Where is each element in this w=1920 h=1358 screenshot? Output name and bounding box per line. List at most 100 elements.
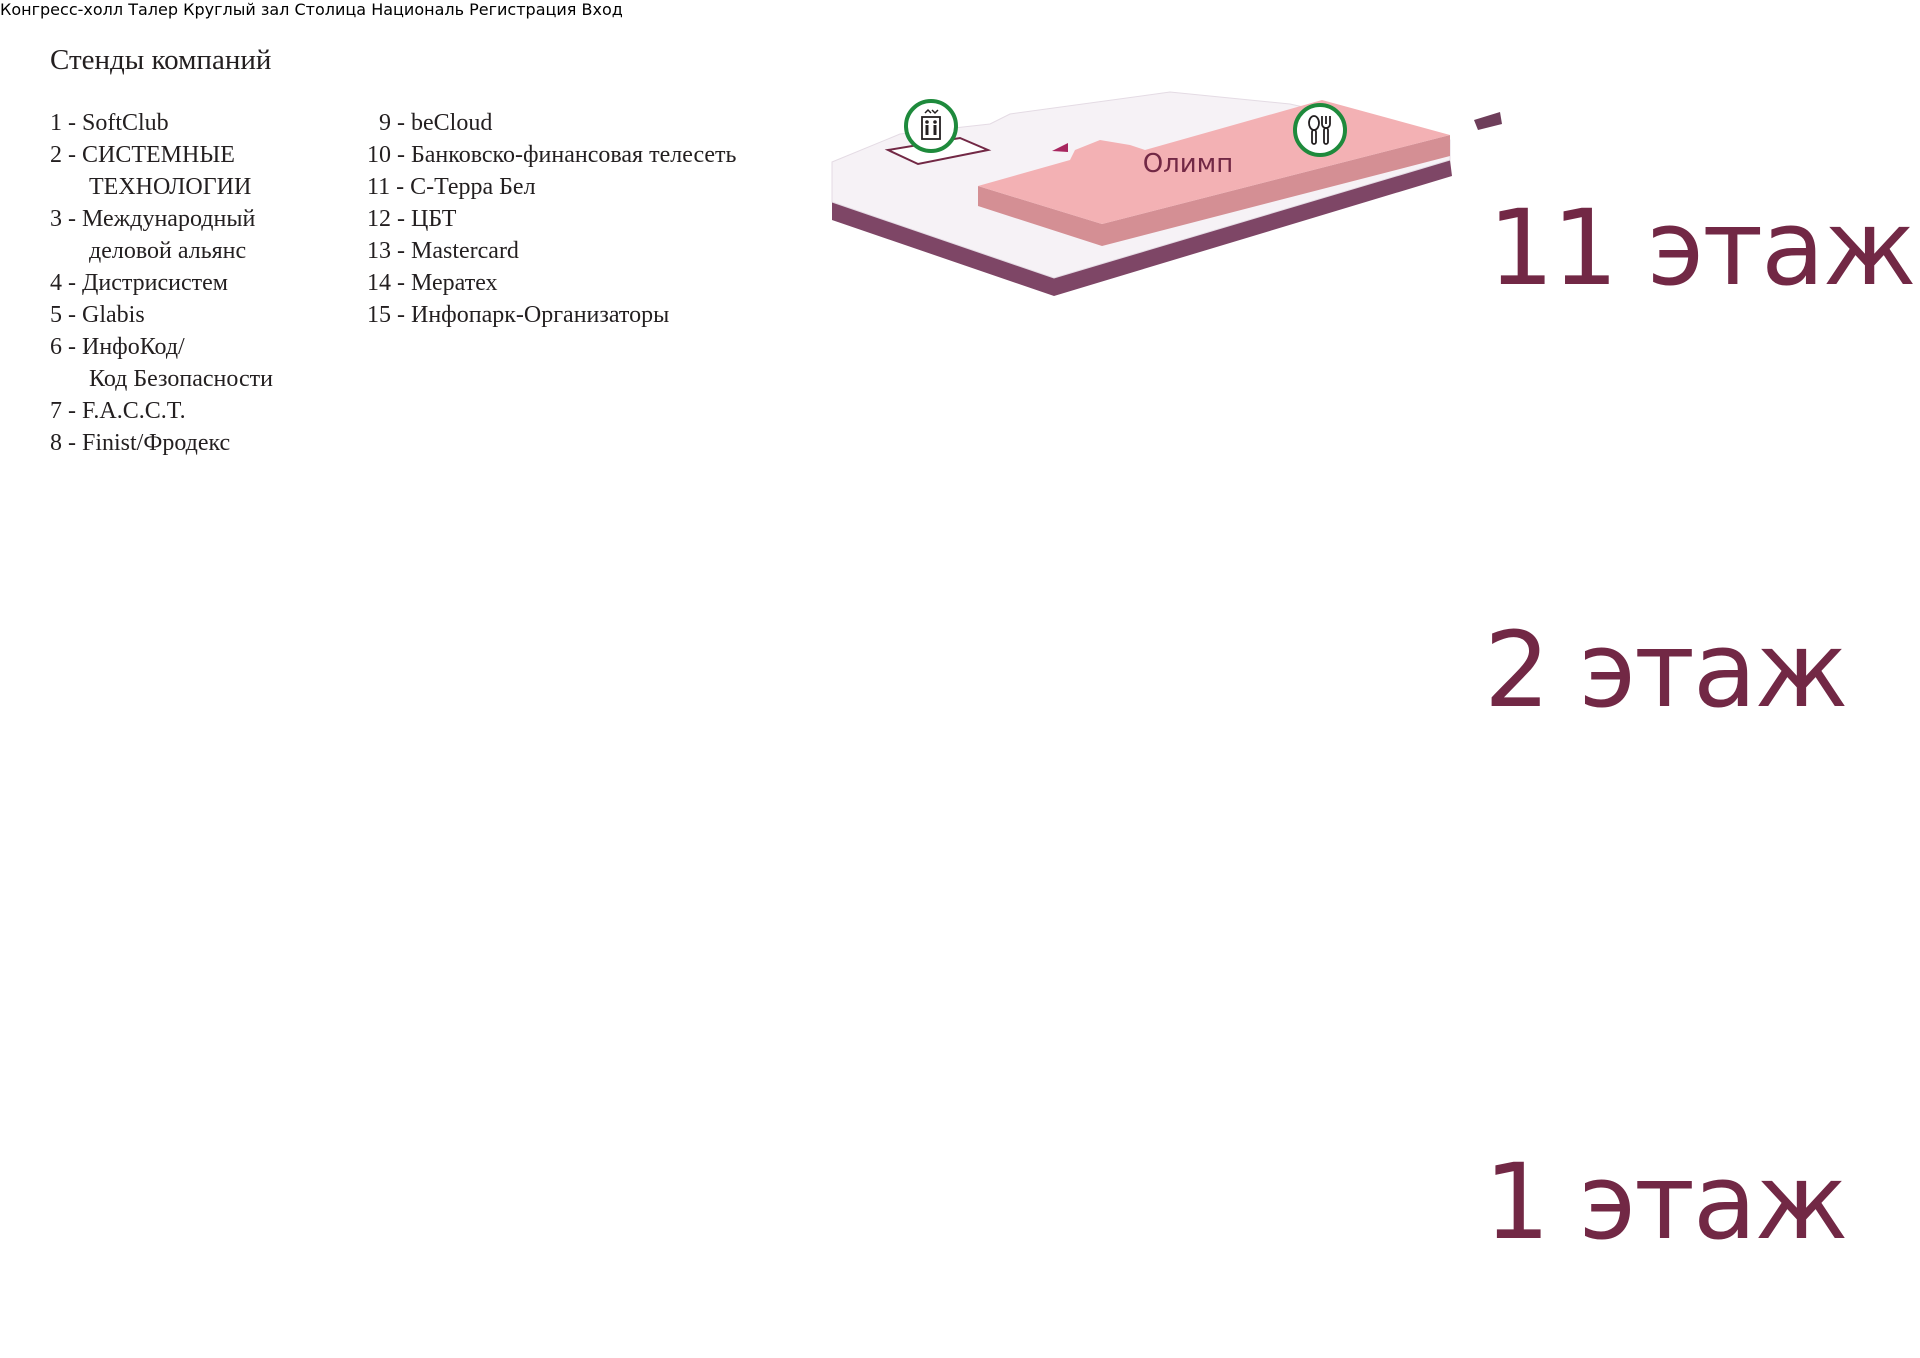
service-block-side: Конгресс-холл Талер Круглый зал 12345678… [0, 0, 294, 19]
natsional-label[interactable]: Националь [371, 0, 465, 19]
restricted-area-stripes: Конгресс-холл Талер Круглый зал 12345678… [0, 0, 294, 19]
gray-area: Конгресс-холл Талер Круглый зал 12345678… [0, 0, 294, 19]
elevator-icon[interactable] [904, 99, 958, 153]
floor-1-edge: Столица Националь Регистрация [294, 0, 622, 19]
stairs-outline: Регистрация [469, 0, 623, 19]
natsional-hall-top: Националь Регистрация [371, 0, 623, 19]
cafe-block-side: Конгресс-холл Талер Круглый зал 12345678… [0, 0, 294, 19]
gray-area: Конгресс-холл Талер Круглый зал 12345678… [0, 0, 294, 19]
legend-item-text: 6 - ИнфоКод/ [50, 334, 185, 360]
floor-2-edge-right: Конгресс-холл Талер Круглый зал 12345678… [0, 0, 294, 19]
taler-room: Талер Круглый зал 123456789101112131415 [128, 0, 294, 19]
service-block: Столица Националь Регистрация [294, 0, 622, 19]
legend-item-text-continued: ТЕХНОЛОГИИ [89, 174, 252, 200]
legend-item: 15 - Инфопарк-Организаторы [367, 299, 736, 331]
legend-item: 1 - SoftClub [50, 107, 367, 139]
entrance-ramp: Вход [582, 0, 623, 19]
legend-item: 12 - ЦБТ [367, 203, 736, 235]
legend-item-text: 1 - SoftClub [50, 110, 169, 136]
round-hall-platform: Конгресс-холл Талер Круглый зал 12345678… [0, 0, 294, 19]
legend-item: 4 - Дистрисистем [50, 267, 367, 299]
registration-desk: Регистрация [469, 0, 623, 19]
stolitsa-label[interactable]: Столица [294, 0, 367, 19]
floor-2-label: 2 этаж [1484, 609, 1848, 731]
legend-item-text: 2 - СИСТЕМНЫЕ [50, 142, 235, 168]
congress-hall-label[interactable]: Конгресс-холл [0, 0, 124, 19]
legend-item: 5 - Glabis [50, 299, 367, 331]
direction-arrow: Вход [582, 0, 623, 19]
legend-item: 13 - Mastercard [367, 235, 736, 267]
floor-2-edge: Конгресс-холл Талер Круглый зал 12345678… [0, 0, 294, 19]
floor-11-corner-block [1474, 112, 1502, 130]
legend-item: 8 - Finist/Фродекс [50, 427, 367, 459]
legend-item-text: 14 - Мератех [367, 270, 498, 296]
stolitsa-hall-side: Столица Националь Регистрация [294, 0, 622, 19]
congress-hall-side: Конгресс-холл Талер Круглый зал 12345678… [0, 0, 294, 19]
gray-area: Конгресс-холл Талер Круглый зал 12345678… [0, 0, 294, 19]
legend-item-text: 4 - Дистрисистем [50, 270, 228, 296]
companies-legend: Стенды компаний 1 - SoftClub 2 - СИСТЕМНЫ… [50, 44, 736, 459]
floor-11: Олимп [831, 91, 1502, 296]
floor-11-edge [832, 160, 1452, 296]
round-hall-platform-side: Конгресс-холл Талер Круглый зал 12345678… [0, 0, 294, 19]
registration-desk-side: Регистрация [469, 0, 623, 19]
legend-item: 10 - Банковско-финансовая телесеть [367, 139, 736, 171]
legend-item: 9 - beCloud [367, 107, 736, 139]
legend-item: 14 - Мератех [367, 267, 736, 299]
legend-item-text: 7 - F.A.C.C.T. [50, 398, 186, 424]
service-block: Конгресс-холл Талер Круглый зал 12345678… [0, 0, 294, 19]
congress-hall-top: Конгресс-холл Талер Круглый зал 12345678… [0, 0, 294, 19]
legend-column-1: 1 - SoftClub 2 - СИСТЕМНЫЕ ТЕХНОЛОГИИ 3 - М… [50, 107, 367, 459]
wall: Столица Националь Регистрация [294, 0, 622, 19]
wall: Столица Националь Регистрация [294, 0, 622, 19]
direction-arrow [1052, 143, 1068, 152]
legend-item-text: 12 - ЦБТ [367, 206, 457, 232]
registration-label: Регистрация [469, 0, 577, 19]
legend-item-text: 3 - Международный [50, 206, 256, 232]
round-hall-label-line2: зал [260, 0, 290, 19]
legend-item: 2 - СИСТЕМНЫЕ ТЕХНОЛОГИИ [50, 139, 367, 203]
floor-1: Столица Националь Регистрация [294, 0, 622, 19]
legend-item: 7 - F.A.C.C.T. [50, 395, 367, 427]
legend-item-text-continued: деловой альянс [89, 238, 247, 264]
round-hall-wall: Круглый зал 123456789101112131415 [183, 0, 294, 19]
round-hall-base: Круглый зал 123456789101112131415 [183, 0, 294, 19]
legend-title: Стенды компаний [50, 44, 272, 76]
entrance-label[interactable]: Вход [581, 0, 623, 19]
legend-item-text: 10 - Банковско-финансовая телесеть [367, 142, 737, 168]
restaurant-icon[interactable] [1293, 103, 1347, 157]
legend-column-2: 9 - beCloud 10 - Банковско-финансовая тел… [367, 107, 736, 459]
legend-item-text: 11 - С-Терра Бел [367, 174, 536, 200]
direction-arrow: Вход [582, 0, 623, 19]
olimp-label[interactable]: Олимп [1143, 149, 1234, 179]
round-hall-top[interactable]: Круглый зал 123456789101112131415 [183, 0, 294, 19]
stairs: Регистрация [469, 0, 623, 19]
stolitsa-hall-top: Столица Националь Регистрация [294, 0, 622, 19]
stairs: Талер Круглый зал 123456789101112131415 [128, 0, 294, 19]
floor-1-label: 1 этаж [1484, 1141, 1848, 1263]
gray-area-side: Конгресс-холл Талер Круглый зал 12345678… [0, 0, 294, 19]
floor-11-label: 11 этаж [1488, 187, 1916, 309]
legend-item-text: 9 - beCloud [367, 110, 493, 136]
floor-2-surface: Конгресс-холл Талер Круглый зал 12345678… [0, 0, 294, 19]
legend-item-text: 15 - Инфопарк-Организаторы [367, 302, 670, 328]
legend-item-text: 8 - Finist/Фродекс [50, 430, 231, 456]
legend-item-text: 13 - Mastercard [367, 238, 519, 264]
wardrobe-corridor-side: Конгресс-холл Талер Круглый зал 12345678… [0, 0, 294, 19]
cafe-block: Конгресс-холл Талер Круглый зал 12345678… [0, 0, 294, 19]
natsional-hall-side: Националь Регистрация [371, 0, 623, 19]
elevator-floor-outline: Регистрация [469, 0, 623, 19]
gray-area: Конгресс-холл Талер Круглый зал 12345678… [0, 0, 294, 19]
gray-area: Конгресс-холл Талер Круглый зал 12345678… [0, 0, 294, 19]
legend-item: 11 - С-Терра Бел [367, 171, 736, 203]
wardrobe-corridor: Конгресс-холл Талер Круглый зал 12345678… [0, 0, 294, 19]
wall: Столица Националь Регистрация [294, 0, 622, 19]
legend-item-text: 5 - Glabis [50, 302, 145, 328]
service-block-side: Столица Националь Регистрация [294, 0, 622, 19]
taler-label[interactable]: Талер [128, 0, 178, 19]
floor-2: Конгресс-холл Талер Круглый зал 12345678… [0, 0, 294, 19]
taler-room-side: Талер Круглый зал 123456789101112131415 [128, 0, 294, 19]
round-hall-label-line1: Круглый [183, 0, 256, 19]
legend-item-text-continued: Код Безопасности [89, 366, 273, 392]
